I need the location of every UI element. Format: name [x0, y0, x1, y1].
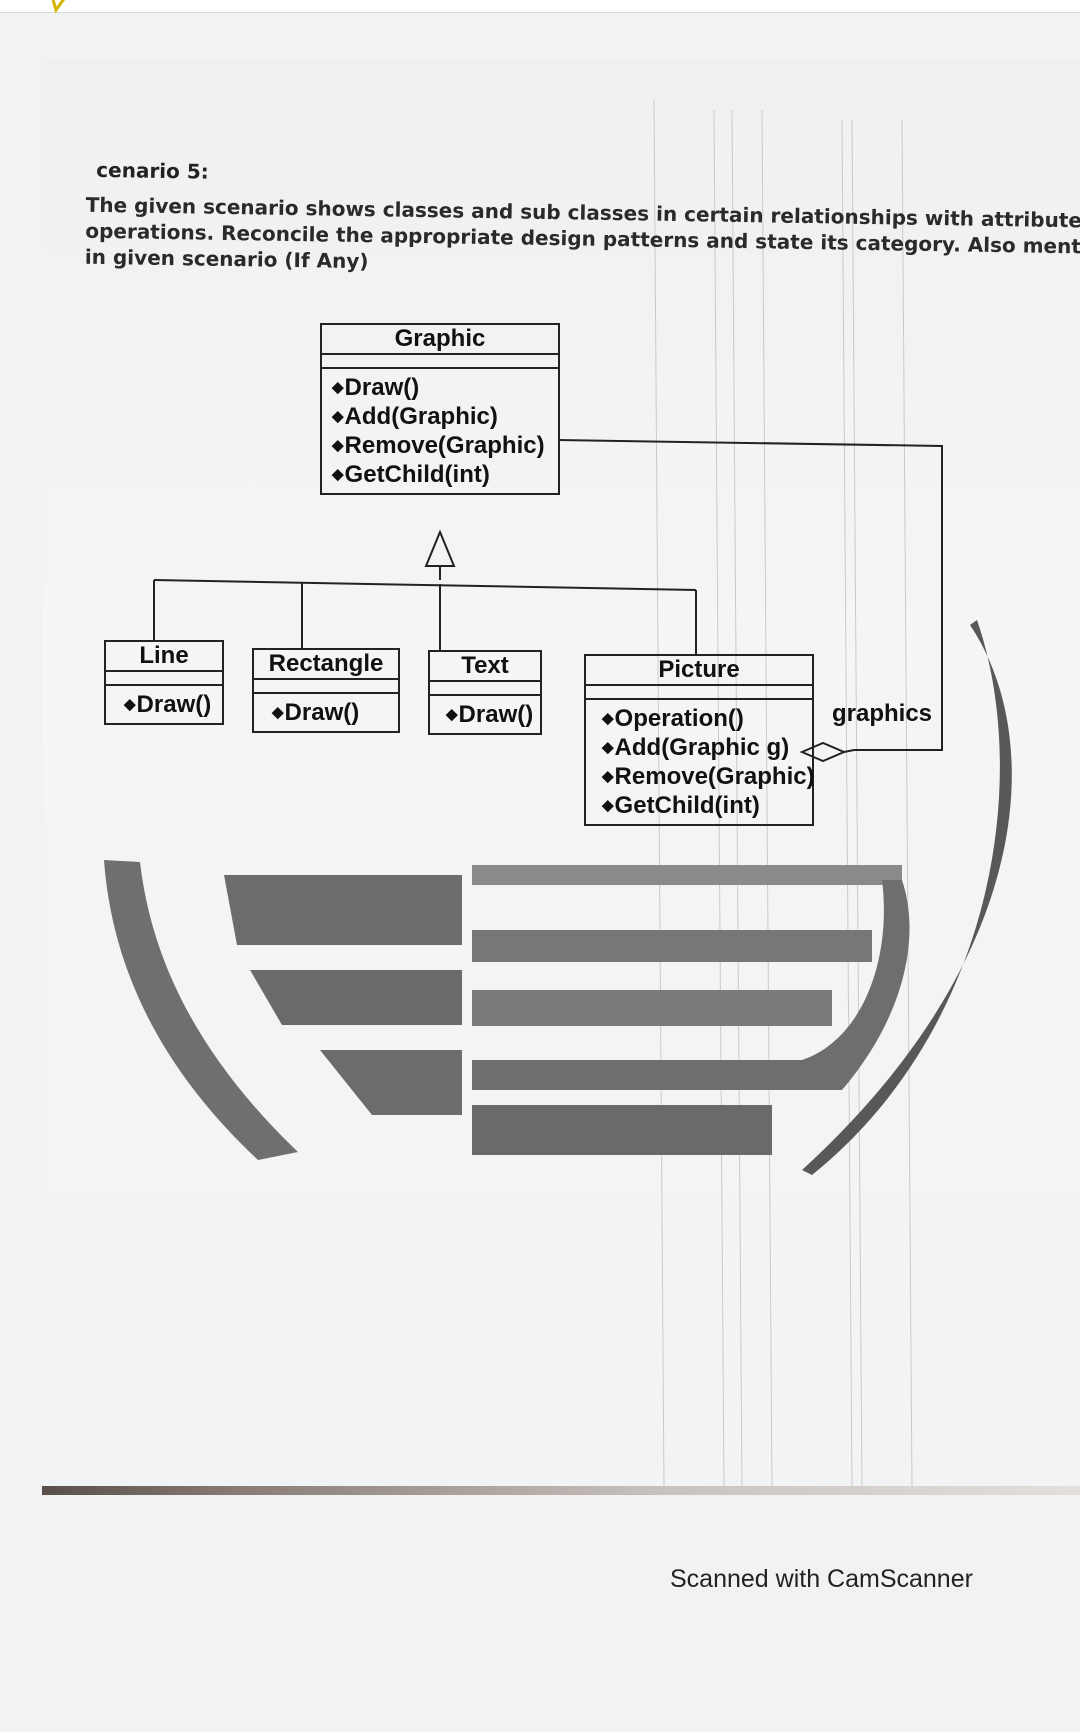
operation: ◆Operation()	[602, 705, 744, 732]
class-text-name: Text	[430, 652, 540, 682]
class-picture-attributes	[586, 686, 812, 700]
class-picture: Picture ◆Operation() ◆Add(Graphic g) ◆Re…	[584, 654, 815, 826]
operation: ◆Remove(Graphic)	[602, 763, 815, 790]
logo-bar-4	[472, 1105, 772, 1155]
scanned-page: cenario 5: The given scenario shows clas…	[42, 60, 1080, 1495]
operation: ◆Draw()	[446, 701, 534, 728]
logo-left-arc	[104, 860, 298, 1160]
class-rectangle: Rectangle ◆Draw()	[252, 648, 400, 733]
camscanner-watermark: Scanned with CamScanner	[670, 1565, 973, 1593]
class-graphic-name: Graphic	[322, 325, 558, 355]
diamond-bullet-icon: ◆	[602, 710, 614, 727]
operation: ◆Draw()	[124, 691, 212, 718]
logo-right-arc	[802, 620, 1012, 1175]
logo-bar-1	[472, 865, 902, 885]
class-line-operations: ◆Draw()	[106, 686, 222, 723]
operation: ◆GetChild(int)	[332, 461, 490, 488]
class-picture-operations: ◆Operation() ◆Add(Graphic g) ◆Remove(Gra…	[586, 700, 815, 824]
logo-watermark	[104, 620, 1012, 1175]
class-rectangle-name: Rectangle	[254, 650, 398, 680]
class-line: Line ◆Draw()	[104, 640, 224, 725]
diamond-bullet-icon: ◆	[332, 379, 344, 396]
photo-edge	[42, 1486, 1080, 1495]
operation: ◆Draw()	[332, 374, 420, 401]
operation: ◆Add(Graphic)	[332, 403, 498, 430]
diamond-bullet-icon: ◆	[332, 466, 344, 483]
relationship-lines	[153, 439, 943, 763]
class-text-attributes	[430, 682, 540, 696]
operation: ◆Draw()	[272, 699, 360, 726]
class-graphic-operations: ◆Draw() ◆Add(Graphic) ◆Remove(Graphic) ◆…	[322, 369, 558, 493]
diamond-bullet-icon: ◆	[602, 797, 614, 814]
class-graphic: Graphic ◆Draw() ◆Add(Graphic) ◆Remove(Gr…	[320, 323, 560, 495]
logo-stripe-1	[224, 875, 462, 945]
diamond-bullet-icon: ◆	[332, 437, 344, 454]
top-bar	[0, 0, 1080, 13]
class-text-operations: ◆Draw()	[430, 696, 540, 733]
class-line-name: Line	[106, 642, 222, 672]
logo-bar-3	[472, 990, 832, 1026]
aggregation-label: graphics	[832, 700, 933, 727]
diamond-bullet-icon: ◆	[124, 696, 136, 713]
diamond-bullet-icon: ◆	[602, 739, 614, 756]
pen-mark-icon	[51, 0, 65, 14]
paper-lines	[653, 99, 913, 1491]
diamond-bullet-icon: ◆	[446, 706, 458, 723]
diamond-bullet-icon: ◆	[272, 704, 284, 721]
logo-bar-2	[472, 930, 872, 962]
diamond-bullet-icon: ◆	[332, 408, 344, 425]
class-graphic-attributes	[322, 355, 558, 369]
logo-swoosh	[472, 880, 910, 1090]
inheritance-triangle	[424, 529, 456, 567]
logo-stripe-2	[250, 970, 462, 1025]
diamond-bullet-icon: ◆	[602, 768, 614, 785]
class-picture-name: Picture	[586, 656, 812, 686]
operation: ◆Add(Graphic g)	[602, 734, 790, 761]
operation: ◆GetChild(int)	[602, 792, 760, 819]
aggregation-line	[557, 439, 943, 751]
class-line-attributes	[106, 672, 222, 686]
class-rectangle-attributes	[254, 680, 398, 694]
operation: ◆Remove(Graphic)	[332, 432, 545, 459]
logo-stripe-3	[320, 1050, 462, 1115]
class-text: Text ◆Draw()	[428, 650, 542, 735]
class-rectangle-operations: ◆Draw()	[254, 694, 398, 731]
